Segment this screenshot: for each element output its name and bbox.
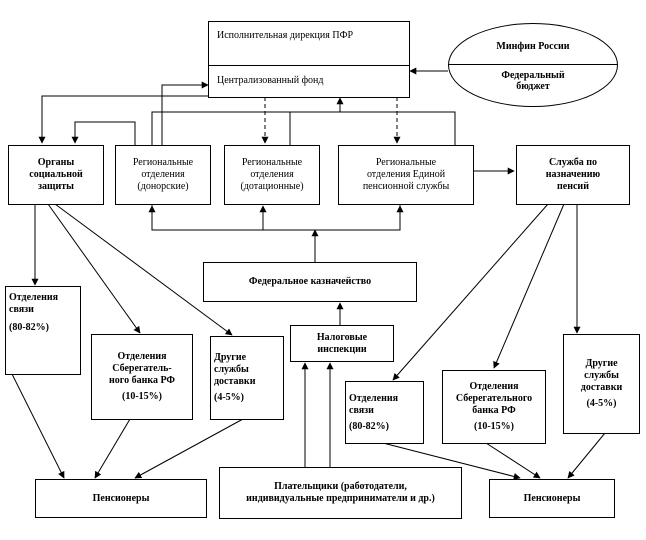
arrow-post-to-pensioners-left [11, 373, 65, 479]
arrow-sber-to-pensioners-right [485, 442, 541, 479]
arrow-post-to-pensioners-right [382, 442, 521, 480]
arrow-organs-to-sber [47, 203, 141, 334]
regional-dotation-box: Региональные отделения (дотационные) [224, 145, 320, 205]
regional-donor-box: Региональные отделения (донорские) [115, 145, 211, 205]
arrow-service-to-sber [493, 203, 565, 369]
social-protection-box: Органы социальной защиты [8, 145, 104, 205]
minfin-ellipse: Минфин России Федеральный бюджет [448, 23, 618, 107]
arrow-sber-to-pensioners-left [94, 418, 131, 479]
other-delivery-left-box: Другие службы доставки (4-5%) [210, 336, 284, 420]
tax-inspections-box: Налоговые инспекции [290, 325, 394, 362]
federal-budget-label: Федеральный бюджет [501, 70, 565, 92]
pensioners-right-box: Пенсионеры [489, 479, 615, 518]
post-offices-left-box: Отделения связи (80-82%) [5, 286, 81, 375]
arrow-other-to-pensioners-right [567, 432, 606, 479]
arrow-fund-to-organs [38, 95, 208, 144]
pfr-directorate-box: Исполнительная дирекция ПФР Централизова… [208, 21, 410, 98]
arrow-donor-to-organs [71, 121, 136, 145]
other-delivery-right-box: Другие службы доставки (4-5%) [563, 334, 640, 434]
pension-service-box: Служба по назначению пенсий [516, 145, 630, 205]
minfin-divider [449, 64, 617, 65]
pfr-divider [209, 65, 409, 66]
sberbank-left-box: Отделения Сберегатель- ного банка РФ (10… [91, 334, 193, 420]
arrow-donor-to-fund [161, 81, 209, 145]
pensioners-left-box: Пенсионеры [35, 479, 207, 518]
arrow-treasury-to-regions [151, 205, 401, 231]
arrow-regions-to-fund [151, 111, 456, 145]
sberbank-right-box: Отделения Сберегательного банка РФ (10-1… [442, 370, 546, 444]
arrow-service-to-post [392, 203, 549, 381]
post-offices-right-box: Отделения связи (80-82%) [345, 381, 424, 444]
arrow-other-to-pensioners-left [134, 418, 244, 479]
federal-treasury-box: Федеральное казначейство [203, 262, 417, 302]
arrow-organs-to-other [54, 203, 233, 336]
pfr-directorate-label: Исполнительная дирекция ПФР [217, 30, 354, 41]
regional-unified-box: Региональные отделения Единой пенсионной… [338, 145, 474, 205]
centralized-fund-label: Централизованный фонд [217, 75, 324, 86]
minfin-label: Минфин России [496, 41, 570, 52]
payers-box: Плательщики (работодатели, индивидуальны… [219, 467, 462, 519]
